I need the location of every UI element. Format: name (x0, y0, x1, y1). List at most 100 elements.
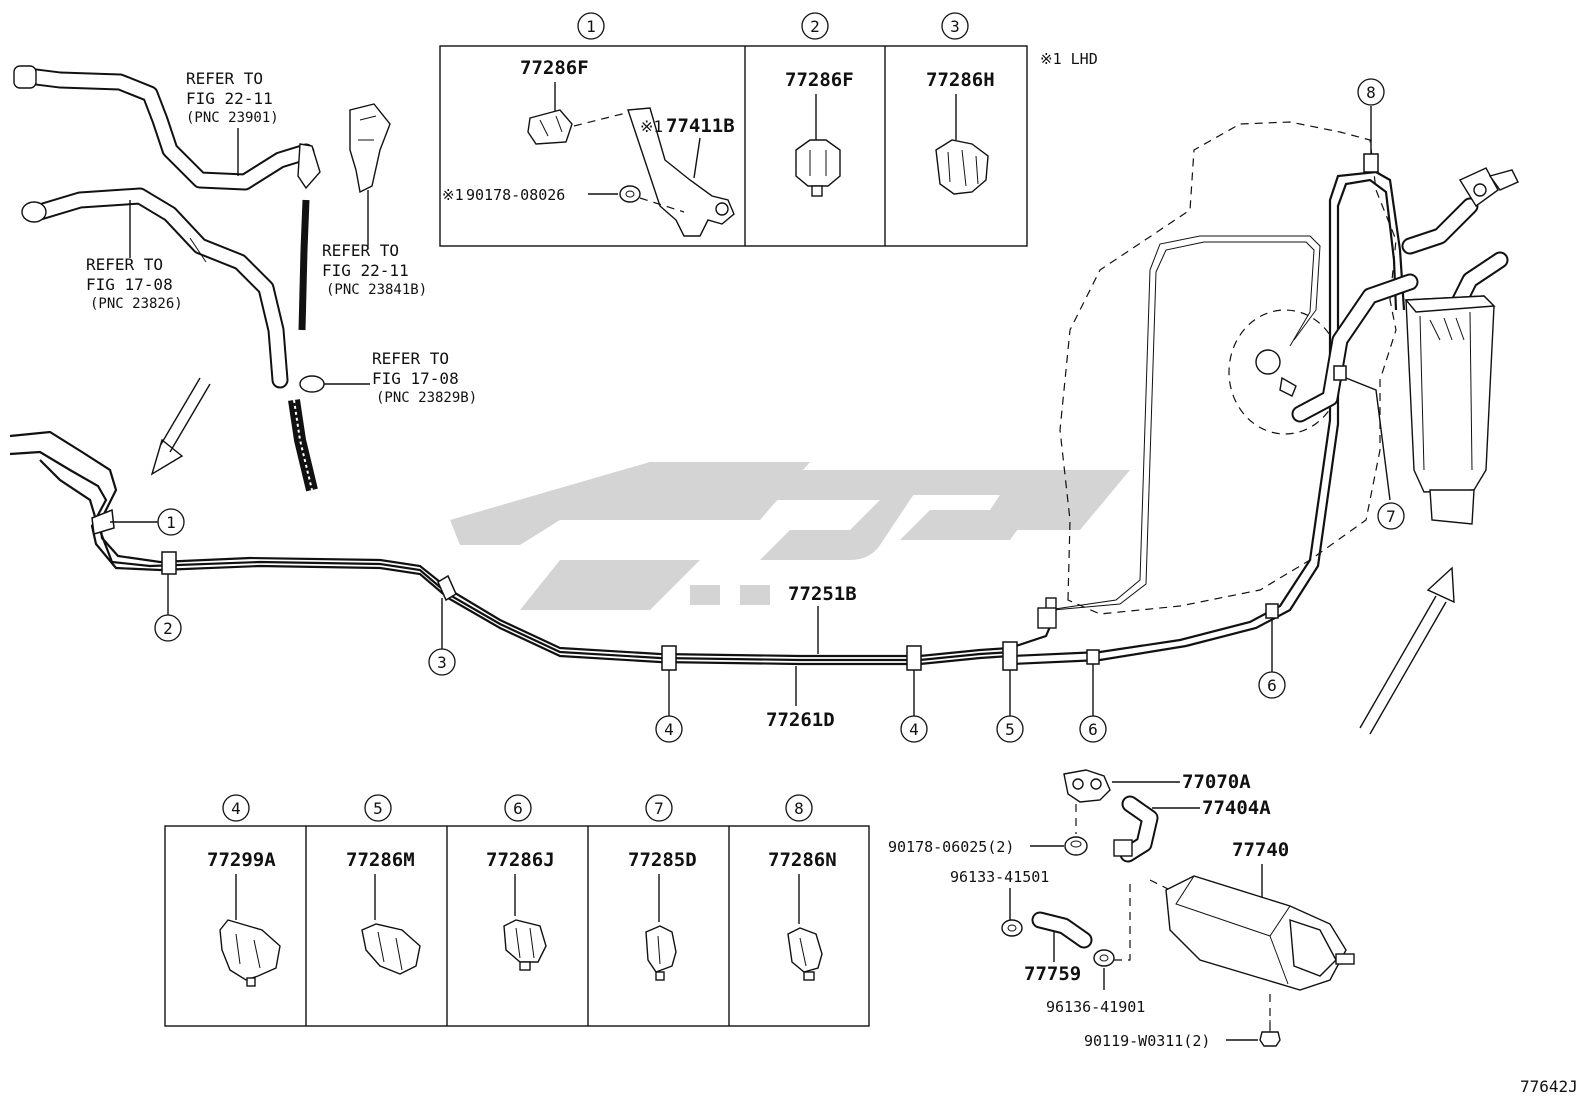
header-marker-2: 2 (801, 12, 829, 40)
fuel-pump-icon (1255, 349, 1297, 397)
svg-text:2: 2 (810, 17, 820, 36)
svg-text:6: 6 (1267, 676, 1277, 695)
fig-22-11-label-1: FIG 22-11 (186, 89, 273, 108)
clip-4a (661, 645, 677, 671)
header-marker-6: 6 (504, 794, 532, 822)
figure-code: 77642J (1520, 1077, 1578, 1096)
part-label-77411B: 77411B (666, 115, 735, 137)
part-label-77261D: 77261D (766, 709, 835, 731)
marker-1: 1 (157, 508, 185, 536)
bottom-parts-table (164, 825, 870, 1027)
svg-text:6: 6 (513, 799, 523, 818)
vapor-hose-icon (1291, 197, 1509, 423)
canister-77740-icon (1165, 875, 1355, 991)
svg-text:6: 6 (1088, 720, 1098, 739)
clip-77286N-icon (787, 927, 823, 981)
clip-1 (91, 508, 115, 535)
ref-to-label-1: REFER TO (186, 69, 263, 88)
clip-77286H-icon (935, 139, 989, 195)
clip-77286F-icon (527, 109, 573, 145)
part-label-90178-06025: 90178-06025(2) (888, 838, 1014, 856)
part-label-77285D: 77285D (628, 849, 697, 871)
part-label-96136-41901: 96136-41901 (1046, 998, 1145, 1016)
clip-6b (1265, 603, 1279, 619)
hose-77759-icon (1031, 911, 1093, 949)
part-label-96133-41501: 96133-41501 (950, 868, 1049, 886)
header-marker-4: 4 (222, 794, 250, 822)
valve-77070A-icon (1063, 769, 1111, 803)
part-label-77286J: 77286J (486, 849, 555, 871)
svg-text:1: 1 (166, 513, 176, 532)
bolt-icon (1259, 1020, 1281, 1047)
clip-77285D-icon (645, 925, 677, 981)
hose-77404A-icon (1113, 795, 1159, 863)
marker-7: 7 (1377, 502, 1405, 530)
fig-17-08-label-2: FIG 17-08 (372, 369, 459, 388)
fuel-tube-77251B-77261D (9, 170, 1406, 666)
clip-77286F-box2-icon (795, 139, 841, 197)
clamp-17-08-icon (288, 375, 325, 492)
bracket-77411B-icon (627, 107, 735, 237)
clip-3 (437, 574, 457, 602)
svg-text:1: 1 (586, 17, 596, 36)
ref-to-label-4: REFER TO (372, 349, 449, 368)
clip-4b (906, 645, 922, 671)
grommet-icon (619, 185, 641, 203)
marker-6a: 6 (1079, 715, 1107, 743)
svg-text:3: 3 (950, 17, 960, 36)
part-label-77286H: 77286H (926, 69, 995, 91)
ref-to-label-2: REFER TO (322, 241, 399, 260)
note-mark: ※1 (640, 117, 663, 136)
lhd-note: ※1 LHD (1040, 50, 1098, 68)
clip-77299A-icon (219, 919, 281, 987)
marker-3: 3 (428, 648, 456, 676)
svg-text:4: 4 (231, 799, 241, 818)
part-label-77740: 77740 (1232, 839, 1289, 861)
svg-text:8: 8 (794, 799, 804, 818)
part-label-77299A: 77299A (207, 849, 276, 871)
part-label-90119-W0311: 90119-W0311(2) (1084, 1032, 1210, 1050)
part-label-77759: 77759 (1024, 963, 1081, 985)
pnc-23901-label: (PNC 23901) (186, 110, 279, 126)
part-label-77286M: 77286M (346, 849, 415, 871)
svg-text:7: 7 (654, 799, 664, 818)
direction-arrow-left-icon (150, 377, 211, 476)
svg-text:4: 4 (909, 720, 919, 739)
clip-7 (1333, 365, 1347, 381)
marker-4a: 4 (655, 715, 683, 743)
svg-text:4: 4 (664, 720, 674, 739)
note-mark-2: ※1 (442, 186, 464, 204)
header-marker-7: 7 (645, 794, 673, 822)
svg-text:2: 2 (163, 619, 173, 638)
pnc-23829b-label: (PNC 23829B) (376, 390, 477, 406)
part-label-77286N: 77286N (768, 849, 837, 871)
top-parts-table (439, 45, 1028, 247)
part-label-77286F-box2: 77286F (785, 69, 854, 91)
marker-2: 2 (154, 614, 182, 642)
svg-text:8: 8 (1366, 83, 1376, 102)
svg-text:3: 3 (437, 653, 447, 672)
part-label-77404A: 77404A (1202, 797, 1271, 819)
charcoal-canister-icon (1404, 167, 1519, 525)
svg-text:5: 5 (1005, 720, 1015, 739)
clip-5 (1002, 641, 1018, 671)
fig-22-11-label-2: FIG 22-11 (322, 261, 409, 280)
svg-text:7: 7 (1386, 507, 1396, 526)
header-marker-3: 3 (941, 12, 969, 40)
marker-5: 5 (996, 715, 1024, 743)
header-marker-1: 1 (577, 12, 605, 40)
part-label-90178-08026: 90178-08026 (466, 186, 565, 204)
tube-connector-icon (1037, 597, 1057, 629)
header-marker-5: 5 (364, 794, 392, 822)
clip-77286J-icon (503, 919, 547, 971)
hose-17-08-icon (21, 187, 289, 389)
part-label-77070A: 77070A (1182, 771, 1251, 793)
clip-77286M-icon (361, 923, 421, 975)
part-label-77251B: 77251B (788, 583, 857, 605)
clip-8 (1363, 153, 1379, 173)
part-label-77286F: 77286F (520, 57, 589, 79)
marker-8: 8 (1357, 78, 1385, 106)
pnc-23841b-label: (PNC 23841B) (326, 282, 427, 298)
nut-icon (1064, 836, 1088, 856)
